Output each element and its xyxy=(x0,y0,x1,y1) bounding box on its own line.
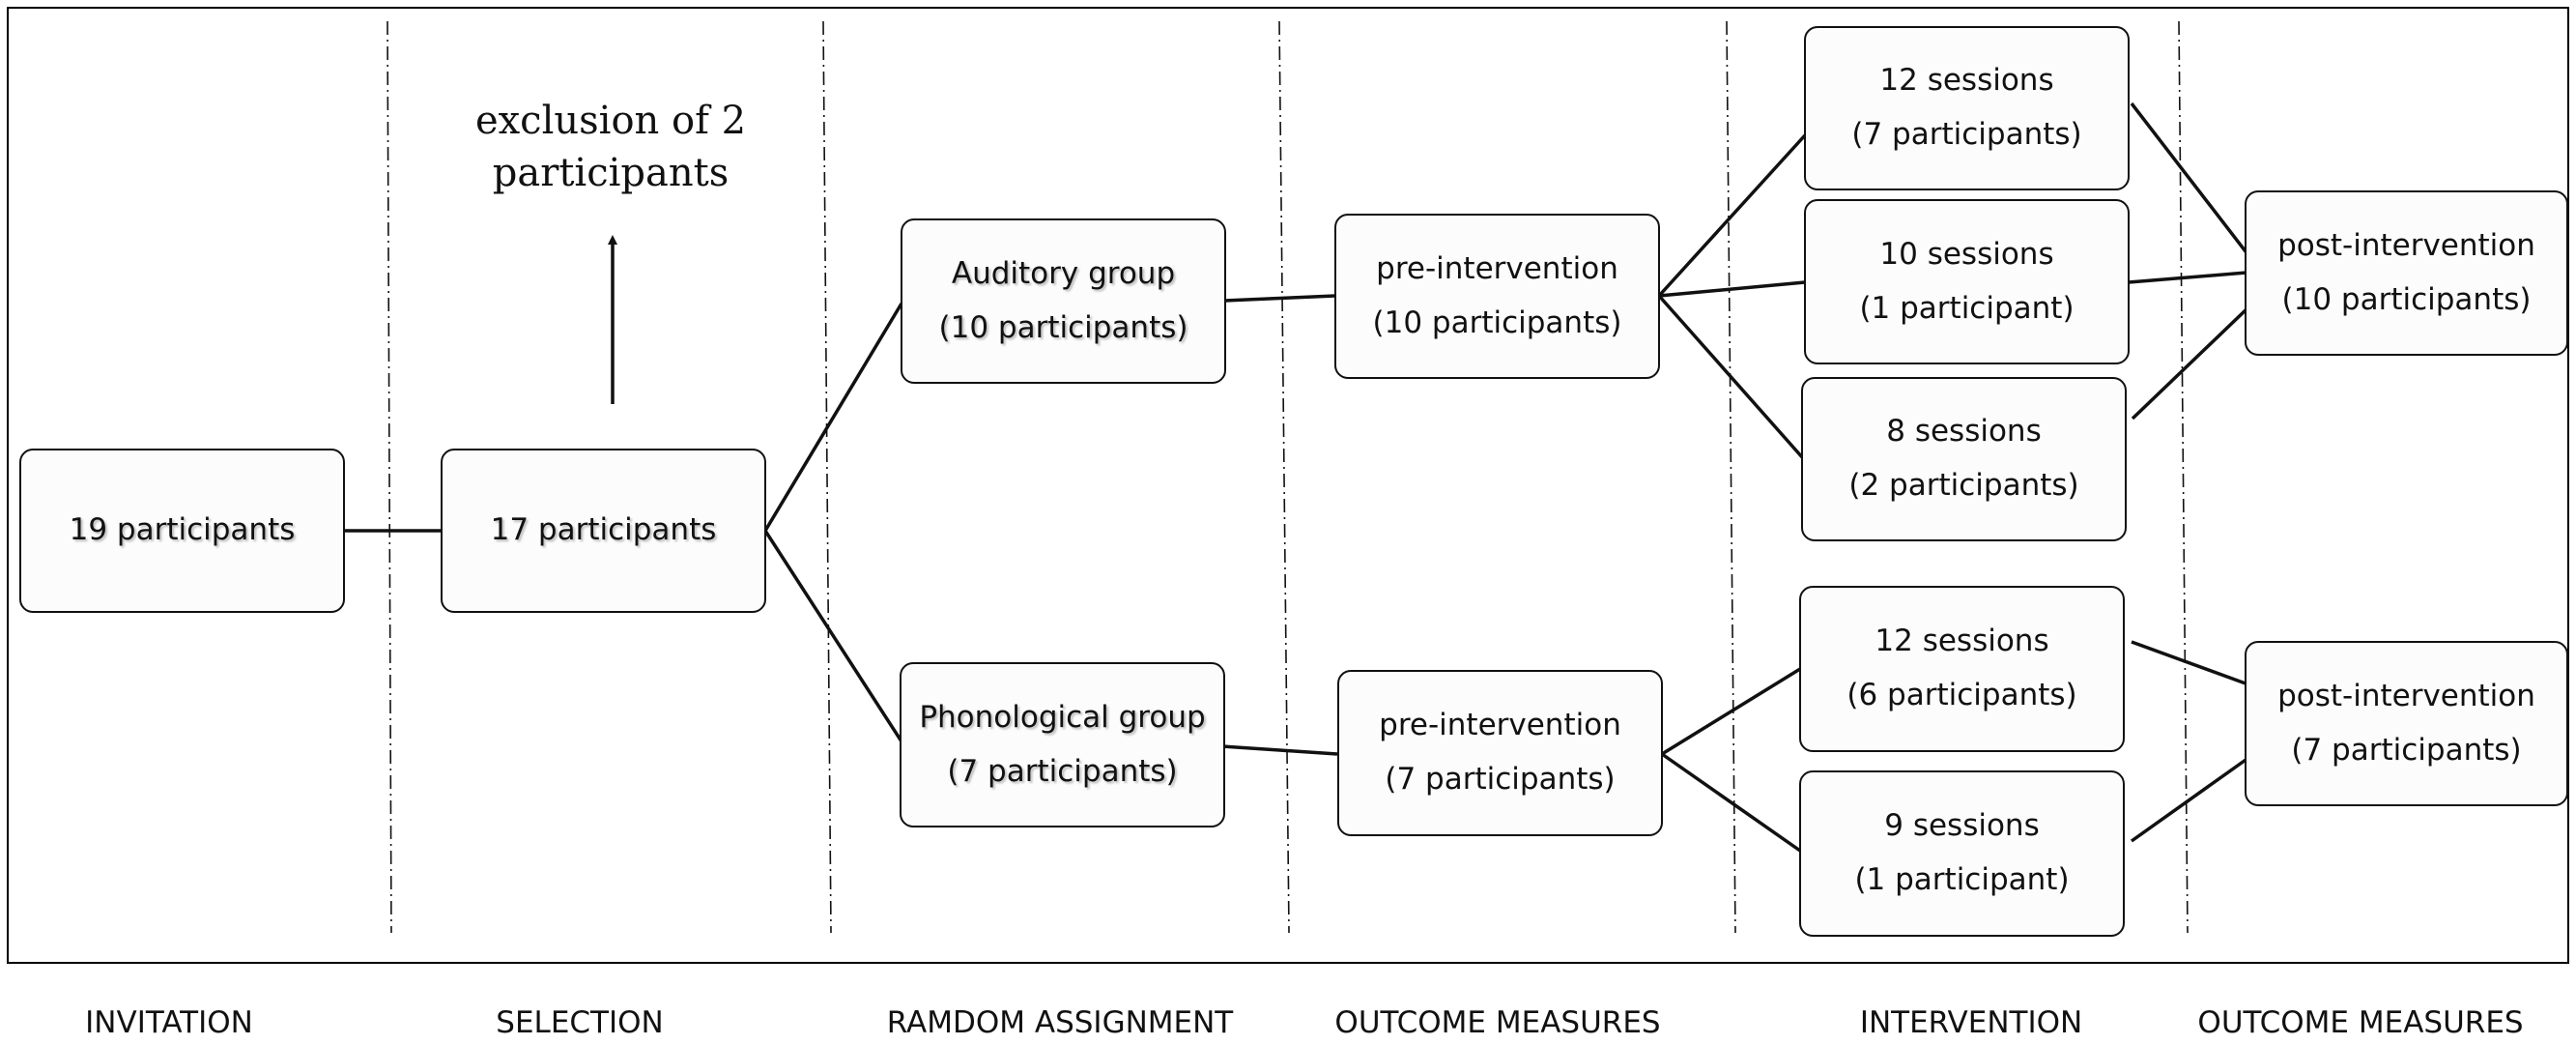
auditory-group-box: Auditory group (10 participants) xyxy=(901,218,1226,384)
auditory-12-sessions-box: 12 sessions (7 participants) xyxy=(1804,26,2130,190)
stage-label-intervention: INTERVENTION xyxy=(1859,1005,2083,1040)
stage-dividers xyxy=(386,20,2189,934)
connector-aud8-post xyxy=(2131,305,2250,421)
auditory-group-count: (10 participants) xyxy=(938,309,1188,345)
connector-pre-aud12 xyxy=(1657,133,1807,298)
connector-pre-aud8 xyxy=(1657,294,1805,460)
connector-phonological-pre xyxy=(1221,744,1338,756)
pre-intervention-phonological-box: pre-intervention (7 participants) xyxy=(1337,670,1663,836)
auditory-group-label: Auditory group xyxy=(951,255,1176,291)
connector-auditory-pre xyxy=(1223,294,1336,303)
pre-auditory-label: pre-intervention xyxy=(1376,250,1618,286)
divider-5 xyxy=(2178,20,2189,934)
pho-9-label: 9 sessions xyxy=(1884,808,2040,844)
aud-8-count: (2 participants) xyxy=(1848,468,2079,503)
aud-10-count: (1 participant) xyxy=(1859,290,2075,326)
phonological-group-label: Phonological group xyxy=(919,699,1206,735)
post-intervention-phonological-box: post-intervention (7 participants) xyxy=(2245,641,2568,806)
connector-pre-aud10 xyxy=(1658,280,1806,298)
pre-auditory-count: (10 participants) xyxy=(1372,305,1622,340)
auditory-8-sessions-box: 8 sessions (2 participants) xyxy=(1801,377,2127,541)
post-auditory-label: post-intervention xyxy=(2277,227,2535,263)
phonological-group-count: (7 participants) xyxy=(947,753,1178,789)
aud-12-label: 12 sessions xyxy=(1879,63,2054,99)
divider-1 xyxy=(386,20,392,934)
diagram-frame xyxy=(7,7,2569,964)
pre-phonological-count: (7 participants) xyxy=(1385,762,1616,797)
connectors xyxy=(343,102,2250,853)
phonological-12-sessions-box: 12 sessions (6 participants) xyxy=(1799,586,2125,752)
connector-selection-phonological xyxy=(763,530,903,742)
connector-aud12-post xyxy=(2130,102,2250,257)
stage-label-random-assignment: RAMDOM ASSIGNMENT xyxy=(886,1005,1234,1040)
stage-label-outcome-measures-post: OUTCOME MEASURES xyxy=(2197,1005,2524,1040)
phonological-group-box: Phonological group (7 participants) xyxy=(900,662,1225,827)
selection-count: 17 participants xyxy=(490,512,717,548)
pre-intervention-auditory-box: pre-intervention (10 participants) xyxy=(1334,214,1660,379)
stage-label-invitation: INVITATION xyxy=(85,1005,253,1040)
post-intervention-auditory-box: post-intervention (10 participants) xyxy=(2245,190,2568,356)
pre-phonological-label: pre-intervention xyxy=(1379,708,1621,743)
pho-9-count: (1 participant) xyxy=(1854,862,2070,897)
exclusion-line-2: participants xyxy=(492,151,730,195)
pho-12-label: 12 sessions xyxy=(1875,624,2049,659)
phonological-9-sessions-box: 9 sessions (1 participant) xyxy=(1799,770,2125,937)
divider-3 xyxy=(1278,20,1290,934)
exclusion-line-1: exclusion of 2 xyxy=(474,99,747,143)
selection-box: 17 participants xyxy=(441,449,766,613)
pho-12-count: (6 participants) xyxy=(1846,678,2077,712)
connector-selection-auditory xyxy=(763,303,903,532)
post-phonological-count: (7 participants) xyxy=(2291,732,2522,768)
auditory-10-sessions-box: 10 sessions (1 participant) xyxy=(1804,199,2130,364)
invitation-box: 19 participants xyxy=(19,449,345,613)
aud-10-label: 10 sessions xyxy=(1879,236,2054,272)
aud-8-label: 8 sessions xyxy=(1886,414,2042,450)
connector-pre-pho9 xyxy=(1660,752,1802,853)
post-auditory-count: (10 participants) xyxy=(2281,281,2532,317)
stage-label-selection: SELECTION xyxy=(496,1005,664,1040)
divider-4 xyxy=(1726,20,1736,934)
connector-pho9-post xyxy=(2130,756,2250,843)
connector-aud10-post xyxy=(2128,271,2247,284)
invitation-count: 19 participants xyxy=(69,512,296,548)
connector-pho12-post xyxy=(2131,640,2247,685)
connector-pre-pho12 xyxy=(1661,667,1801,756)
stage-label-outcome-measures-pre: OUTCOME MEASURES xyxy=(1334,1005,1661,1040)
aud-12-count: (7 participants) xyxy=(1851,117,2082,152)
post-phonological-label: post-intervention xyxy=(2277,678,2535,713)
exclusion-note: exclusion of 2 participants xyxy=(475,95,746,199)
divider-2 xyxy=(822,20,832,934)
